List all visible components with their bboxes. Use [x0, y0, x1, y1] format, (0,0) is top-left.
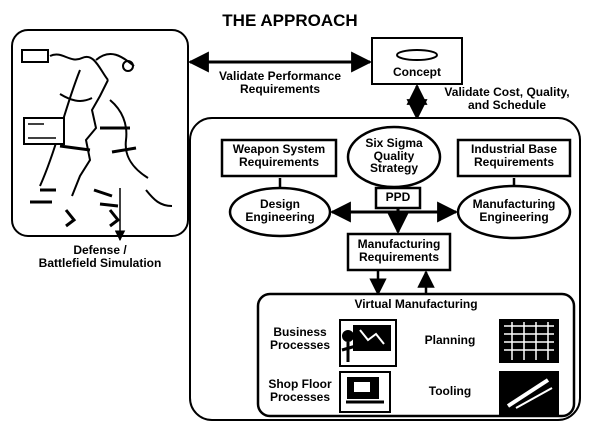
- battlefield-map-graphic: [21, 49, 173, 242]
- design-engineering-label: Design Engineering: [230, 198, 330, 223]
- business-processes-line-2: Processes: [269, 337, 331, 352]
- business-processes-icon: [339, 319, 397, 367]
- validate-cost-line-2: and Schedule: [467, 97, 547, 112]
- six-sigma-line-2: Quality: [373, 148, 415, 163]
- weapon-system-line-2: Requirements: [238, 154, 320, 169]
- shop-floor-line-1: Shop Floor: [268, 377, 332, 391]
- planning-label: Planning: [424, 333, 476, 347]
- business-processes-label: Business Processes: [262, 326, 338, 351]
- six-sigma-line-3: Strategy: [369, 161, 419, 176]
- manufacturing-engineering-line-1: Manufacturing: [472, 197, 556, 211]
- shop-floor-line-2: Processes: [269, 389, 331, 404]
- validate-performance-label: Validate Performance Requirements: [196, 70, 364, 95]
- industrial-base-label: Industrial Base Requirements: [458, 143, 570, 168]
- manufacturing-requirements-node: [346, 232, 452, 272]
- shop-floor-label: Shop Floor Processes: [262, 378, 338, 403]
- virtual-manufacturing-panel: [256, 292, 576, 418]
- design-engineering-line-2: Engineering: [245, 209, 315, 224]
- six-sigma-label: Six Sigma Quality Strategy: [348, 137, 440, 175]
- weapon-system-node: [220, 138, 338, 178]
- business-processes-line-1: Business: [273, 325, 327, 339]
- simulation-label-line-2: Battlefield Simulation: [38, 255, 162, 270]
- industrial-base-line-2: Requirements: [473, 154, 555, 169]
- ppd-label: PPD: [385, 190, 411, 204]
- validate-cost-label: Validate Cost, Quality, and Schedule: [426, 86, 588, 111]
- concept-label: Concept: [393, 65, 441, 79]
- validate-cost-line-1: Validate Cost, Quality,: [444, 85, 570, 99]
- manufacturing-engineering-label: Manufacturing Engineering: [458, 198, 570, 223]
- tooling-icon: [499, 371, 559, 415]
- industrial-base-line-1: Industrial Base: [470, 142, 558, 156]
- simulation-panel: [11, 29, 189, 237]
- validate-performance-line-1: Validate Performance: [218, 69, 342, 83]
- six-sigma-line-1: Six Sigma: [365, 136, 423, 150]
- manufacturing-requirements-line-1: Manufacturing: [357, 237, 441, 251]
- weapon-system-line-1: Weapon System: [232, 142, 326, 156]
- design-engineering-line-1: Design: [259, 197, 300, 211]
- manufacturing-engineering-line-2: Engineering: [479, 209, 549, 224]
- manufacturing-requirements-line-2: Requirements: [358, 249, 440, 264]
- industrial-base-node: [456, 138, 572, 178]
- virtual-manufacturing-label: Virtual Manufacturing: [354, 297, 478, 311]
- shop-floor-icon: [339, 371, 391, 413]
- weapon-system-label: Weapon System Requirements: [222, 143, 336, 168]
- validate-performance-line-2: Requirements: [239, 81, 321, 96]
- planning-icon: [499, 319, 559, 363]
- diagram-title: THE APPROACH: [222, 11, 357, 30]
- simulation-label: Defense / Battlefield Simulation: [0, 244, 200, 269]
- tooling-label: Tooling: [428, 384, 472, 398]
- simulation-label-line-1: Defense /: [73, 243, 127, 257]
- manufacturing-requirements-label: Manufacturing Requirements: [348, 238, 450, 263]
- concept-disc-icon: [396, 49, 438, 61]
